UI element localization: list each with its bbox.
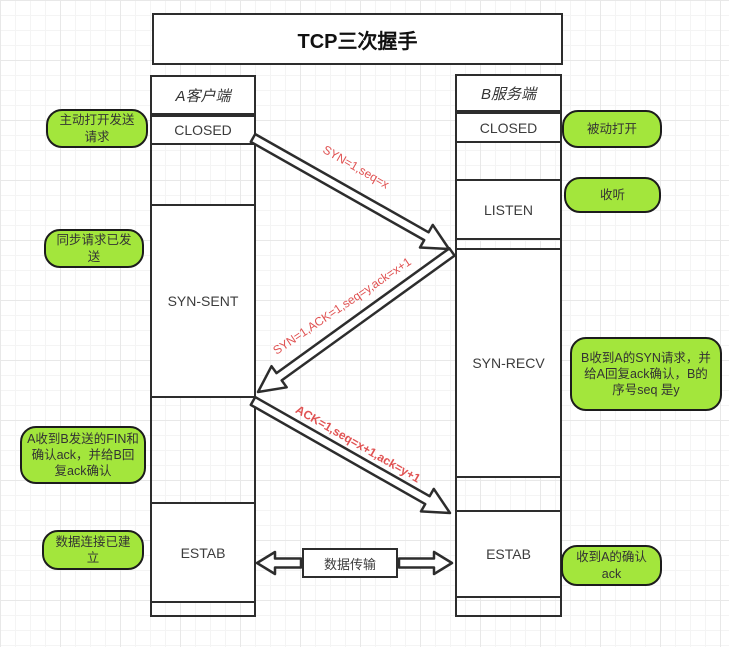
client-state-closed-label: CLOSED: [174, 122, 232, 138]
client-state-estab[interactable]: ESTAB: [150, 502, 256, 603]
server-header-text: B服务端: [480, 85, 536, 103]
server-state-listen[interactable]: LISTEN: [455, 179, 562, 240]
client-state-estab-label: ESTAB: [180, 544, 226, 561]
data-transfer-left-arrow[interactable]: [255, 550, 303, 576]
data-transfer-box[interactable]: 数据传输: [302, 548, 398, 578]
data-transfer-label: 数据传输: [323, 556, 376, 572]
server-state-closed[interactable]: CLOSED: [455, 112, 562, 143]
client-header-text: A客户端: [175, 87, 231, 105]
syn-arrow[interactable]: [249, 132, 451, 251]
server-state-estab-label: ESTAB: [486, 546, 531, 562]
callout-listen-note[interactable]: 收听: [564, 177, 661, 213]
syn-ack-arrow-label: SYN=1,ACK=1,seq=y,ack=x+1: [270, 254, 414, 358]
server-state-syn-recv[interactable]: SYN-RECV: [455, 248, 562, 478]
syn-ack-arrow[interactable]: [256, 247, 456, 394]
callout-passive-open[interactable]: 被动打开: [562, 110, 662, 148]
data-transfer-right-arrow[interactable]: [397, 550, 454, 576]
client-state-syn-sent[interactable]: SYN-SENT: [150, 204, 256, 398]
client-header[interactable]: A客户端: [150, 75, 256, 115]
callout-syn-sent-note[interactable]: 同步请求已发 送: [44, 229, 144, 268]
ack-arrow[interactable]: [249, 395, 452, 515]
callout-ack-received[interactable]: 收到A的确认 ack: [561, 545, 662, 586]
diagram-title-text: TCP三次握手: [297, 30, 418, 53]
server-state-syn-recv-label: SYN-RECV: [472, 355, 545, 371]
server-state-closed-label: CLOSED: [479, 119, 538, 136]
server-state-listen-label: LISTEN: [483, 201, 533, 218]
client-state-closed[interactable]: CLOSED: [150, 115, 256, 145]
callout-syn-recv-note[interactable]: B收到A的SYN请求，并 给A回复ack确认，B的 序号seq 是y: [570, 337, 722, 411]
server-header[interactable]: B服务端: [455, 74, 562, 112]
diagram-title[interactable]: TCP三次握手: [152, 13, 563, 65]
server-state-estab[interactable]: ESTAB: [455, 510, 562, 598]
callout-fin-ack-note[interactable]: A收到B发送的FIN和 确认ack，并给B回 复ack确认: [20, 426, 146, 484]
ack-arrow-label: ACK=1,seq=x+1,ack=y+1: [293, 402, 423, 486]
client-state-syn-sent-label: SYN-SENT: [167, 293, 239, 309]
callout-data-established[interactable]: 数据连接已建 立: [42, 530, 144, 570]
callout-active-open[interactable]: 主动打开发送 请求: [46, 109, 148, 148]
